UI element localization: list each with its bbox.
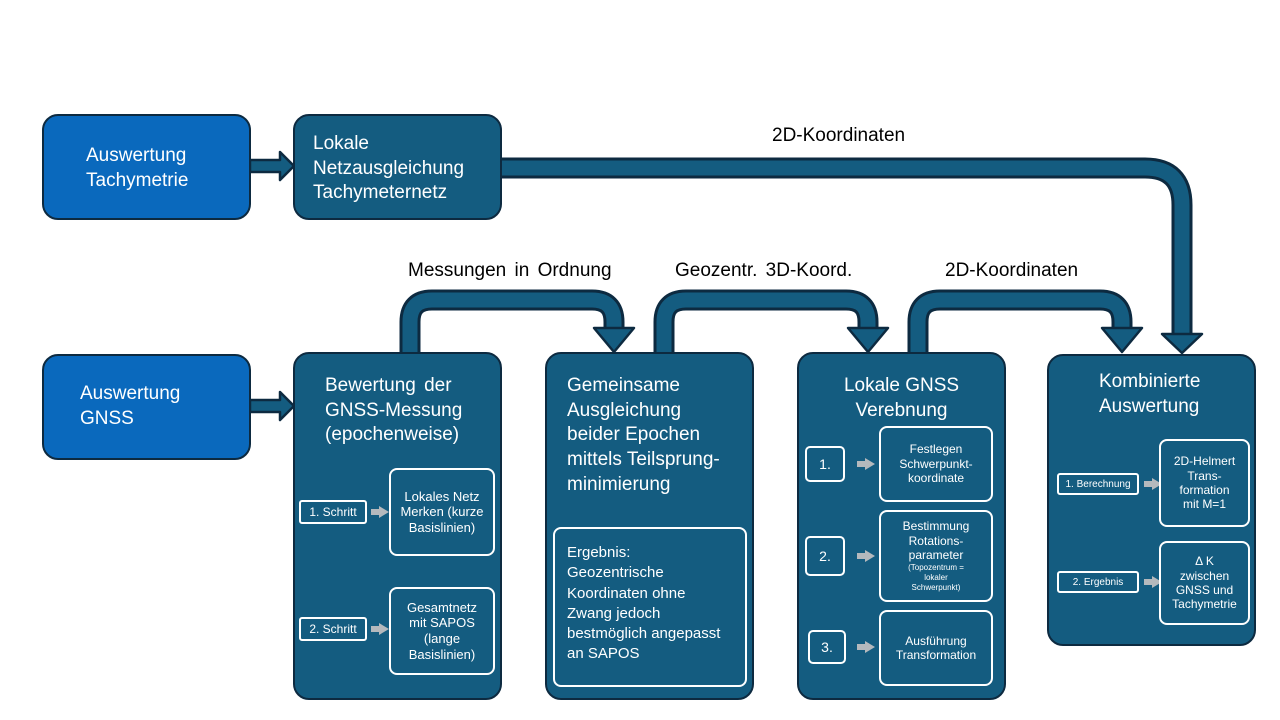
block-gnss-evaluation-title: Auswertung GNSS (80, 383, 181, 429)
arrow-tachy-to-local-net (248, 150, 296, 182)
arrowhead-combined-left (1100, 326, 1144, 354)
combined-step-1-helmert: 2D-Helmert Trans- formation mit M=1 (1159, 439, 1250, 527)
gnss-step-3-transformation: Ausführung Transformation (879, 610, 993, 686)
arrow-network-to-combined-outline (907, 289, 1133, 352)
combined-step-2-result: Δ K zwischen GNSS und Tachymetrie (1159, 541, 1250, 625)
gnss-step-1-label: 1. (805, 446, 845, 482)
step-arrow-icon (1144, 576, 1162, 588)
gnss-step-2-label: 2. (805, 536, 845, 576)
step-arrow-icon (857, 641, 875, 653)
step-arrow-icon (371, 623, 389, 635)
step-1-local-network: Lokales Netz Merken (kurze Basislinien) (389, 468, 495, 556)
gnss-step-2-rotation: Bestimmung Rotations- parameter (Topozen… (879, 510, 993, 602)
step-arrow-icon (371, 506, 389, 518)
step-arrow-icon (1144, 478, 1162, 490)
arrowhead-combined-top (1160, 332, 1204, 355)
label-measurements-ok: Messungen in Ordnung (408, 260, 612, 281)
step-arrow-icon (857, 458, 875, 470)
arrow-evaluation-to-adjustment-outline (399, 289, 625, 352)
label-lower-2d-coordinates: 2D-Koordinaten (945, 260, 1079, 281)
block-joint-adjustment-title: Gemeinsame Ausgleichung beider Epochen m… (567, 375, 720, 495)
arrowhead-network (846, 326, 890, 354)
block-tachymetry-evaluation-title: Auswertung Tachymetrie (86, 145, 189, 191)
arrowhead-adjustment (592, 326, 636, 354)
combined-step-1-label: 1. Berechnung (1057, 473, 1139, 495)
step-2-total-network: Gesamtnetz mit SAPOS (lange Basislinien) (389, 587, 495, 675)
arrow-adjustment-to-network-outline (653, 289, 879, 352)
block-combined-evaluation-title: Kombinierte Auswertung (1099, 371, 1201, 417)
block-gnss-measurement-evaluation-title: Bewertung der GNSS-Messung (epochenweise… (325, 375, 463, 446)
block-local-gnss-flattening-title: Lokale GNSS Verebnung (843, 375, 960, 421)
block-tachymetry-evaluation: Auswertung Tachymetrie (42, 114, 251, 220)
gnss-step-3-label: 3. (808, 630, 846, 664)
block-local-network-adjustment-title: Lokale Netzausgleichung Tachymeternetz (313, 133, 465, 204)
step-1-label: 1. Schritt (299, 500, 367, 524)
step-arrow-icon (857, 550, 875, 562)
label-geocentric-3d: Geozentr. 3D-Koord. (675, 260, 853, 281)
gnss-step-2-rotation-note: (Topozentrum = lokaler Schwerpunkt) (908, 562, 964, 592)
combined-step-2-label: 2. Ergebnis (1057, 571, 1139, 593)
gnss-step-1-centroid: Festlegen Schwerpunkt- koordinate (879, 426, 993, 502)
block-gnss-evaluation: Auswertung GNSS (42, 354, 251, 460)
step-2-label: 2. Schritt (299, 617, 367, 641)
label-top-2d-coordinates: 2D-Koordinaten (772, 125, 906, 146)
arrow-gnss-to-evaluation (248, 390, 296, 422)
block-local-network-adjustment: Lokale Netzausgleichung Tachymeternetz (293, 114, 502, 220)
gnss-step-2-rotation-text: Bestimmung Rotations- parameter (902, 519, 970, 563)
adjustment-result: Ergebnis: Geozentrische Koordinaten ohne… (553, 527, 747, 687)
